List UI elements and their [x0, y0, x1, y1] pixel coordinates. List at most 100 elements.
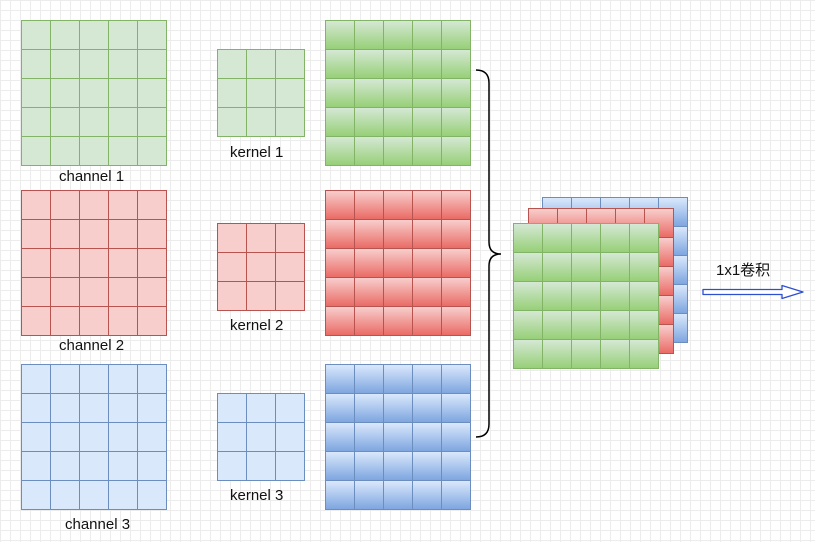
- grid-cell: [413, 191, 442, 220]
- grid-cell: [326, 21, 355, 50]
- grid-cell: [138, 365, 167, 394]
- grid-cell: [326, 278, 355, 307]
- grid-cell: [51, 50, 80, 79]
- grid-cell: [109, 249, 138, 278]
- grid-cell: [22, 50, 51, 79]
- grid-cell: [384, 452, 413, 481]
- grid-cell: [22, 21, 51, 50]
- grid-cell: [247, 50, 276, 79]
- grid-cell: [22, 108, 51, 137]
- grid-cell: [51, 220, 80, 249]
- grid-cell: [109, 191, 138, 220]
- grid-cell: [22, 365, 51, 394]
- grid-cell: [514, 224, 543, 253]
- grid-cell: [276, 452, 305, 481]
- grid-cell: [22, 137, 51, 166]
- channel-3-grid: [21, 364, 167, 510]
- grid-cell: [442, 278, 471, 307]
- grid-cell: [514, 282, 543, 311]
- grid-cell: [442, 249, 471, 278]
- grid-cell: [109, 307, 138, 336]
- grid-cell: [51, 278, 80, 307]
- grid-cell: [51, 249, 80, 278]
- grid-cell: [572, 224, 601, 253]
- grid-cell: [630, 311, 659, 340]
- grid-cell: [384, 79, 413, 108]
- grid-cell: [138, 50, 167, 79]
- kernel-2-grid: [217, 223, 305, 311]
- kernel-1-grid: [217, 49, 305, 137]
- grid-cell: [138, 394, 167, 423]
- grid-cell: [51, 452, 80, 481]
- grid-cell: [276, 79, 305, 108]
- grid-cell: [442, 21, 471, 50]
- grid-cell: [601, 311, 630, 340]
- grid-cell: [442, 394, 471, 423]
- grid-cell: [442, 137, 471, 166]
- grid-cell: [355, 21, 384, 50]
- grid-cell: [22, 278, 51, 307]
- grid-cell: [326, 79, 355, 108]
- grid-cell: [218, 452, 247, 481]
- grid-cell: [601, 224, 630, 253]
- grid-cell: [442, 423, 471, 452]
- grid-cell: [276, 394, 305, 423]
- grid-cell: [109, 365, 138, 394]
- grid-cell: [109, 394, 138, 423]
- grid-cell: [355, 50, 384, 79]
- channel-3-label: channel 3: [65, 516, 131, 533]
- grid-cell: [413, 278, 442, 307]
- grid-cell: [51, 394, 80, 423]
- grid-cell: [355, 452, 384, 481]
- grid-cell: [109, 220, 138, 249]
- channel-2-grid: [21, 190, 167, 336]
- grid-cell: [326, 365, 355, 394]
- grid-cell: [514, 311, 543, 340]
- grid-cell: [384, 307, 413, 336]
- grid-cell: [384, 108, 413, 137]
- grid-cell: [355, 278, 384, 307]
- grid-cell: [355, 220, 384, 249]
- grid-cell: [355, 365, 384, 394]
- grid-cell: [630, 224, 659, 253]
- grid-cell: [51, 191, 80, 220]
- grid-cell: [543, 224, 572, 253]
- grid-cell: [355, 394, 384, 423]
- feature-map-3-grid: [325, 364, 471, 510]
- grid-cell: [51, 365, 80, 394]
- grid-cell: [109, 21, 138, 50]
- grid-cell: [80, 307, 109, 336]
- grid-cell: [355, 307, 384, 336]
- grid-cell: [22, 307, 51, 336]
- grid-cell: [384, 365, 413, 394]
- grid-cell: [413, 365, 442, 394]
- grid-cell: [384, 137, 413, 166]
- grid-cell: [355, 191, 384, 220]
- grid-cell: [413, 137, 442, 166]
- grid-cell: [413, 481, 442, 510]
- grid-cell: [109, 452, 138, 481]
- grid-cell: [109, 481, 138, 510]
- grid-cell: [138, 137, 167, 166]
- grid-cell: [384, 249, 413, 278]
- grid-cell: [276, 423, 305, 452]
- grid-cell: [413, 394, 442, 423]
- grid-cell: [326, 452, 355, 481]
- grid-cell: [355, 481, 384, 510]
- grid-cell: [218, 224, 247, 253]
- grid-cell: [247, 253, 276, 282]
- grid-cell: [218, 79, 247, 108]
- grid-cell: [22, 191, 51, 220]
- grid-cell: [247, 394, 276, 423]
- grid-cell: [384, 191, 413, 220]
- grid-cell: [326, 137, 355, 166]
- grid-cell: [22, 481, 51, 510]
- grid-cell: [51, 423, 80, 452]
- grid-cell: [138, 249, 167, 278]
- grid-cell: [514, 340, 543, 369]
- grid-cell: [80, 278, 109, 307]
- grid-cell: [543, 340, 572, 369]
- grid-cell: [138, 452, 167, 481]
- grid-cell: [109, 137, 138, 166]
- grid-cell: [384, 50, 413, 79]
